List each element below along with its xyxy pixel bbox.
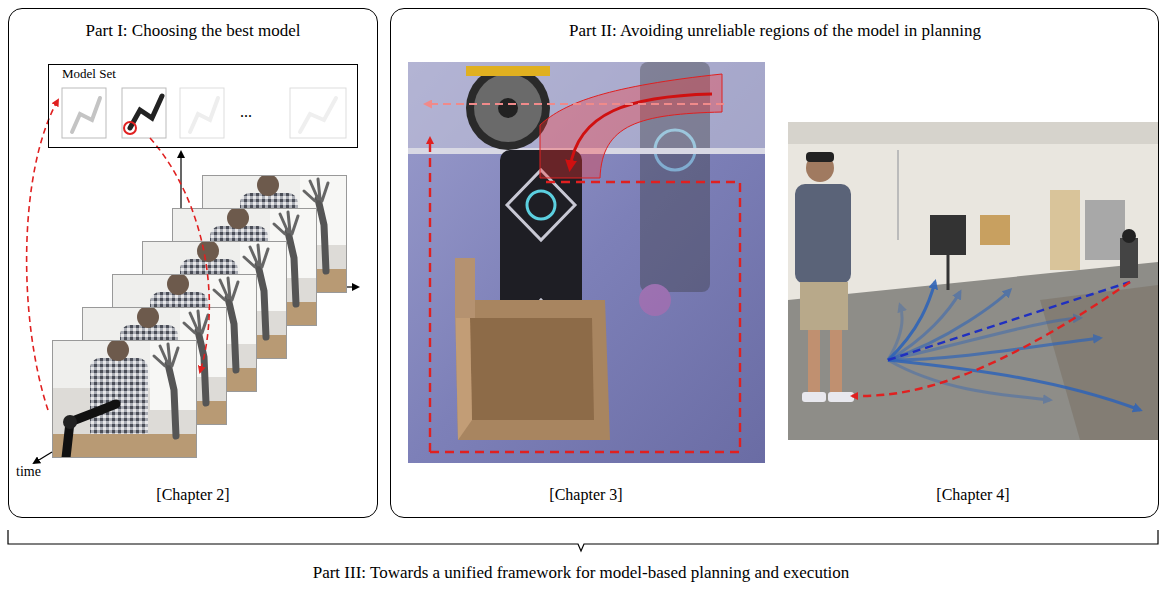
lab-photo-part-part [888, 305, 902, 360]
robot-photo-part [474, 74, 542, 142]
lab-photo-part [788, 122, 1158, 440]
model-thumbnails-part [72, 98, 100, 132]
robot-photo-part [507, 170, 575, 240]
model-set-box: Model Set [48, 64, 358, 148]
chapter-label: [Chapter 3] [549, 486, 622, 504]
lab-photo-part [980, 215, 1010, 245]
robot-photo-part [426, 103, 724, 105]
lab-photo-part-part [888, 292, 960, 360]
panel-heading: Model Set [62, 67, 116, 82]
lab-photo-part [1120, 238, 1138, 278]
robot-photo-part [527, 191, 555, 219]
frame-stack-part [34, 452, 52, 463]
robot-photo-part [570, 94, 712, 168]
lab-photo-part [1122, 229, 1136, 243]
lab-photo-part [806, 152, 834, 162]
part-panel: Part I: Choosing the best model [Chapter … [8, 8, 378, 518]
lab-photo-part [795, 184, 851, 284]
selection-arrows [27, 100, 210, 410]
lab-photo-part [828, 392, 854, 402]
lab-photo-part [1085, 200, 1125, 260]
frame-stack-part [52, 339, 197, 458]
model-thumbnails [62, 88, 346, 138]
lab-photo-part-part [888, 360, 1140, 410]
lab-photo-part [1040, 285, 1158, 440]
panel-heading: Part I: Choosing the best model [86, 21, 301, 41]
robot-photo-part [466, 66, 550, 76]
lab-photo-part [852, 282, 1130, 396]
lab-photo-part [897, 150, 899, 240]
robot-photo [408, 62, 765, 463]
caption-label: ... [240, 103, 252, 121]
model-thumbnails-part [122, 88, 166, 138]
chapter-label: [Chapter 2] [156, 486, 229, 504]
model-thumbnails-part [290, 88, 346, 138]
caption-label: Part III: Towards a unified framework fo… [313, 563, 850, 583]
chapter-label: [Chapter 4] [936, 486, 1009, 504]
lab-photo-part [800, 282, 848, 330]
lab-photo-part [788, 122, 1158, 144]
grouping-brace [8, 530, 1158, 551]
lab-photo-part-part [888, 290, 1010, 360]
robot-photo-part [429, 138, 431, 452]
robot-photo-part [455, 300, 472, 440]
model-thumbnails-part [300, 98, 336, 132]
lab-photo-part-part [888, 360, 1050, 400]
robot-photo-part [408, 62, 765, 463]
robot-photo-part [455, 258, 475, 318]
robot-photo-part [430, 182, 740, 452]
lab-photo-part [888, 282, 1130, 360]
robot-photo-part [470, 318, 594, 420]
robot-photo-part-part [639, 284, 671, 316]
model-thumbnails-part [62, 88, 106, 138]
model-thumbnails-part [180, 88, 224, 138]
lab-photo-part [788, 262, 1158, 440]
robot-photo-part [498, 98, 518, 118]
frame-stack [34, 152, 358, 463]
caption-label: time [16, 464, 41, 480]
lab-photo-part [930, 215, 966, 255]
selection-arrows-part [150, 138, 209, 372]
model-thumbnails-part [124, 122, 136, 134]
part-panel: Part II: Avoiding unreliable regions of … [390, 8, 1159, 518]
model-thumbnails-part [190, 98, 218, 132]
panel-heading: Part II: Avoiding unreliable regions of … [569, 21, 981, 41]
lab-photo-part [802, 392, 826, 402]
lab-photo-part [830, 330, 842, 394]
robot-photo-part [540, 74, 722, 178]
robot-photo-part [455, 300, 610, 440]
lab-photo [788, 122, 1158, 440]
robot-photo-part [466, 66, 550, 150]
selection-arrows-part [27, 100, 58, 410]
lab-photo-part [947, 255, 950, 290]
lab-photo-part [808, 330, 820, 394]
lab-photo-part [1050, 190, 1080, 270]
